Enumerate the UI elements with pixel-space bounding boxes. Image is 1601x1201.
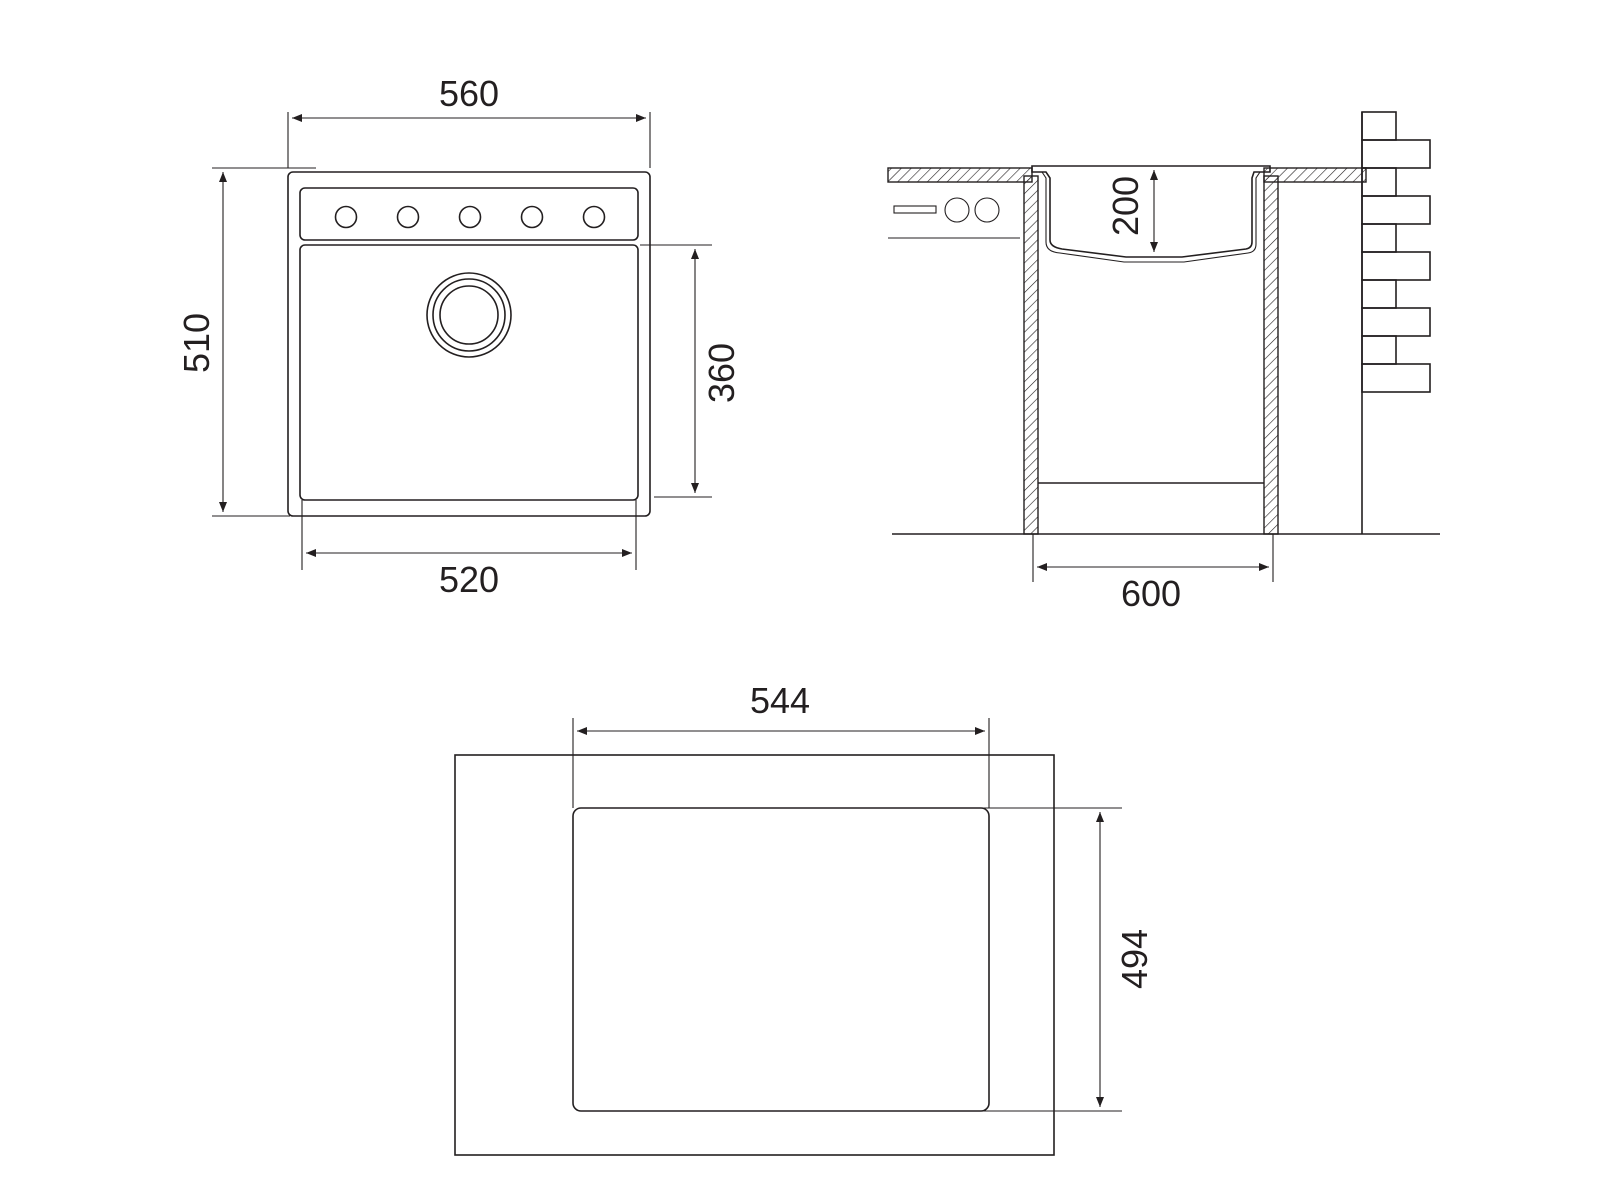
sink-bowl-profile [1031,165,1271,263]
faucet-hole-1 [334,205,358,229]
faucet-hole-4 [520,205,544,229]
appliance-knob-icon-1 [944,197,970,223]
faucet-hole-3 [458,205,482,229]
dim-bowl-height: 200 [1105,170,1158,252]
dim-label-600: 600 [1121,573,1181,614]
dim-width-outer: 560 [287,73,651,168]
bowl-outline [299,244,639,501]
cabinet-wall-right [1263,175,1279,535]
drain-icon [426,272,512,358]
dim-label-510: 510 [176,313,217,373]
faucet-holes [334,205,606,229]
dim-cutout-depth: 494 [915,807,1155,1112]
dim-label-494: 494 [1114,929,1155,989]
faucet-hole-5 [582,205,606,229]
dim-label-520: 520 [439,559,499,600]
section-view: 200 600 [887,111,1440,614]
dim-bowl-depth: 360 [640,244,742,498]
appliance-handle-icon [893,205,937,214]
dim-label-200: 200 [1105,176,1146,236]
brick-wall [1361,111,1431,534]
countertop-right [1263,167,1367,183]
dim-label-360: 360 [701,343,742,403]
sink-outer-outline [287,171,651,517]
appliance-knob-icon-2 [974,197,1000,223]
appliance-panel [888,181,1020,239]
dim-label-560: 560 [439,73,499,114]
dim-cutout-width: 544 [572,680,990,808]
faucet-deck [299,187,639,241]
dim-width-inner: 520 [301,500,637,600]
cutout-view: 544 494 [454,680,1155,1156]
dim-label-544: 544 [750,680,810,721]
top-view: 560 510 520 360 [176,73,742,600]
cutout-outline [572,807,990,1112]
dim-cabinet-width: 600 [1032,534,1274,614]
cabinet-wall-left [1023,175,1039,535]
countertop-outline [454,754,1055,1156]
countertop-left [887,167,1033,183]
faucet-hole-2 [396,205,420,229]
dim-depth-outer: 510 [176,167,316,517]
